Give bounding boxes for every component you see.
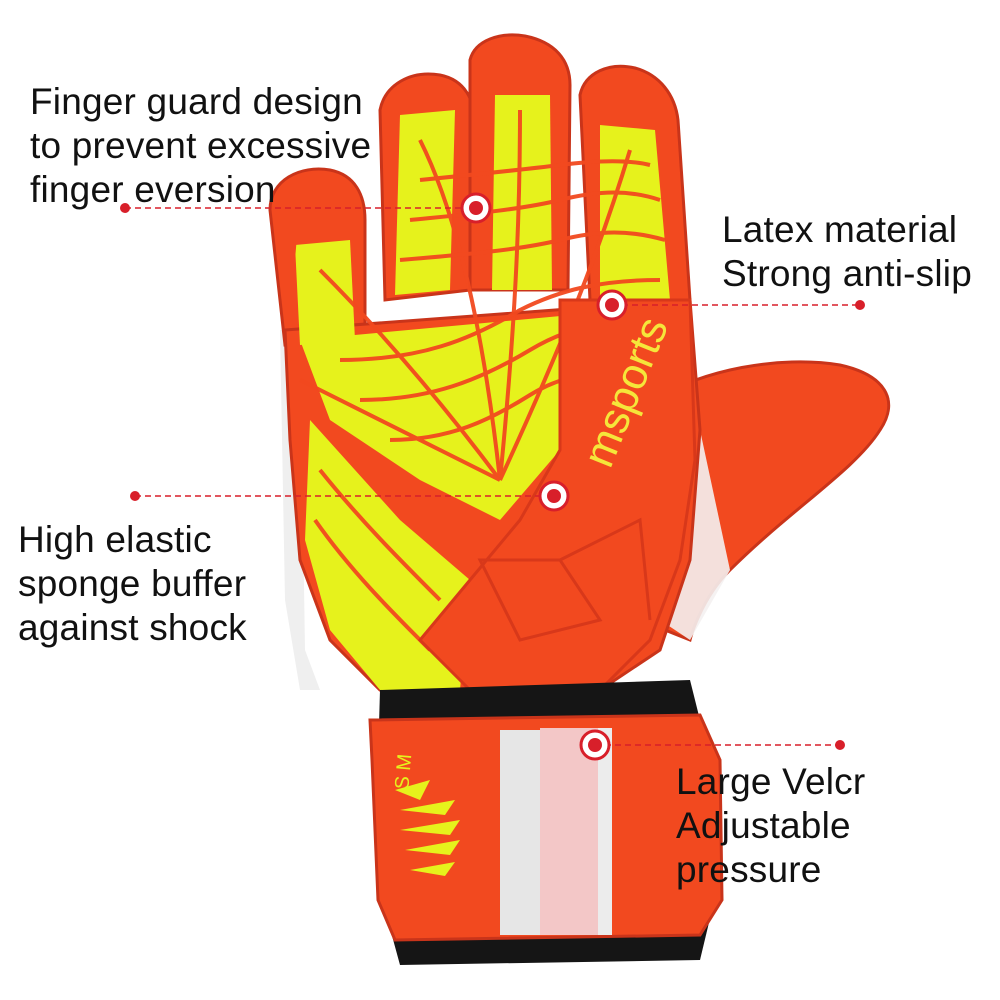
callout-line: against shock <box>18 607 247 648</box>
callout-finger-guard: Finger guard design to prevent excessive… <box>30 80 371 212</box>
callout-latex-material: Latex material Strong anti-slip <box>722 208 972 296</box>
callout-velcro-strap: Large Velcr Adjustable pressure <box>676 760 865 892</box>
callout-line: Latex material <box>722 209 958 250</box>
callout-leaders <box>125 207 860 746</box>
callout-line: Strong anti-slip <box>722 253 972 294</box>
strap-print-text: S M <box>391 753 416 790</box>
callout-line: pressure <box>676 849 822 890</box>
callout-line: High elastic <box>18 519 212 560</box>
callout-markers <box>120 192 865 761</box>
callout-line: Finger guard design <box>30 81 363 122</box>
grip-pattern <box>295 95 690 690</box>
callout-sponge-buffer: High elastic sponge buffer against shock <box>18 518 247 650</box>
velcro-strip-pink <box>540 728 600 935</box>
callout-line: to prevent excessive <box>30 125 372 166</box>
callout-line: sponge buffer <box>18 563 247 604</box>
callout-line: Adjustable <box>676 805 851 846</box>
strap-print <box>395 780 460 876</box>
callout-line: Large Velcr <box>676 761 866 802</box>
callout-line: finger eversion <box>30 169 276 210</box>
